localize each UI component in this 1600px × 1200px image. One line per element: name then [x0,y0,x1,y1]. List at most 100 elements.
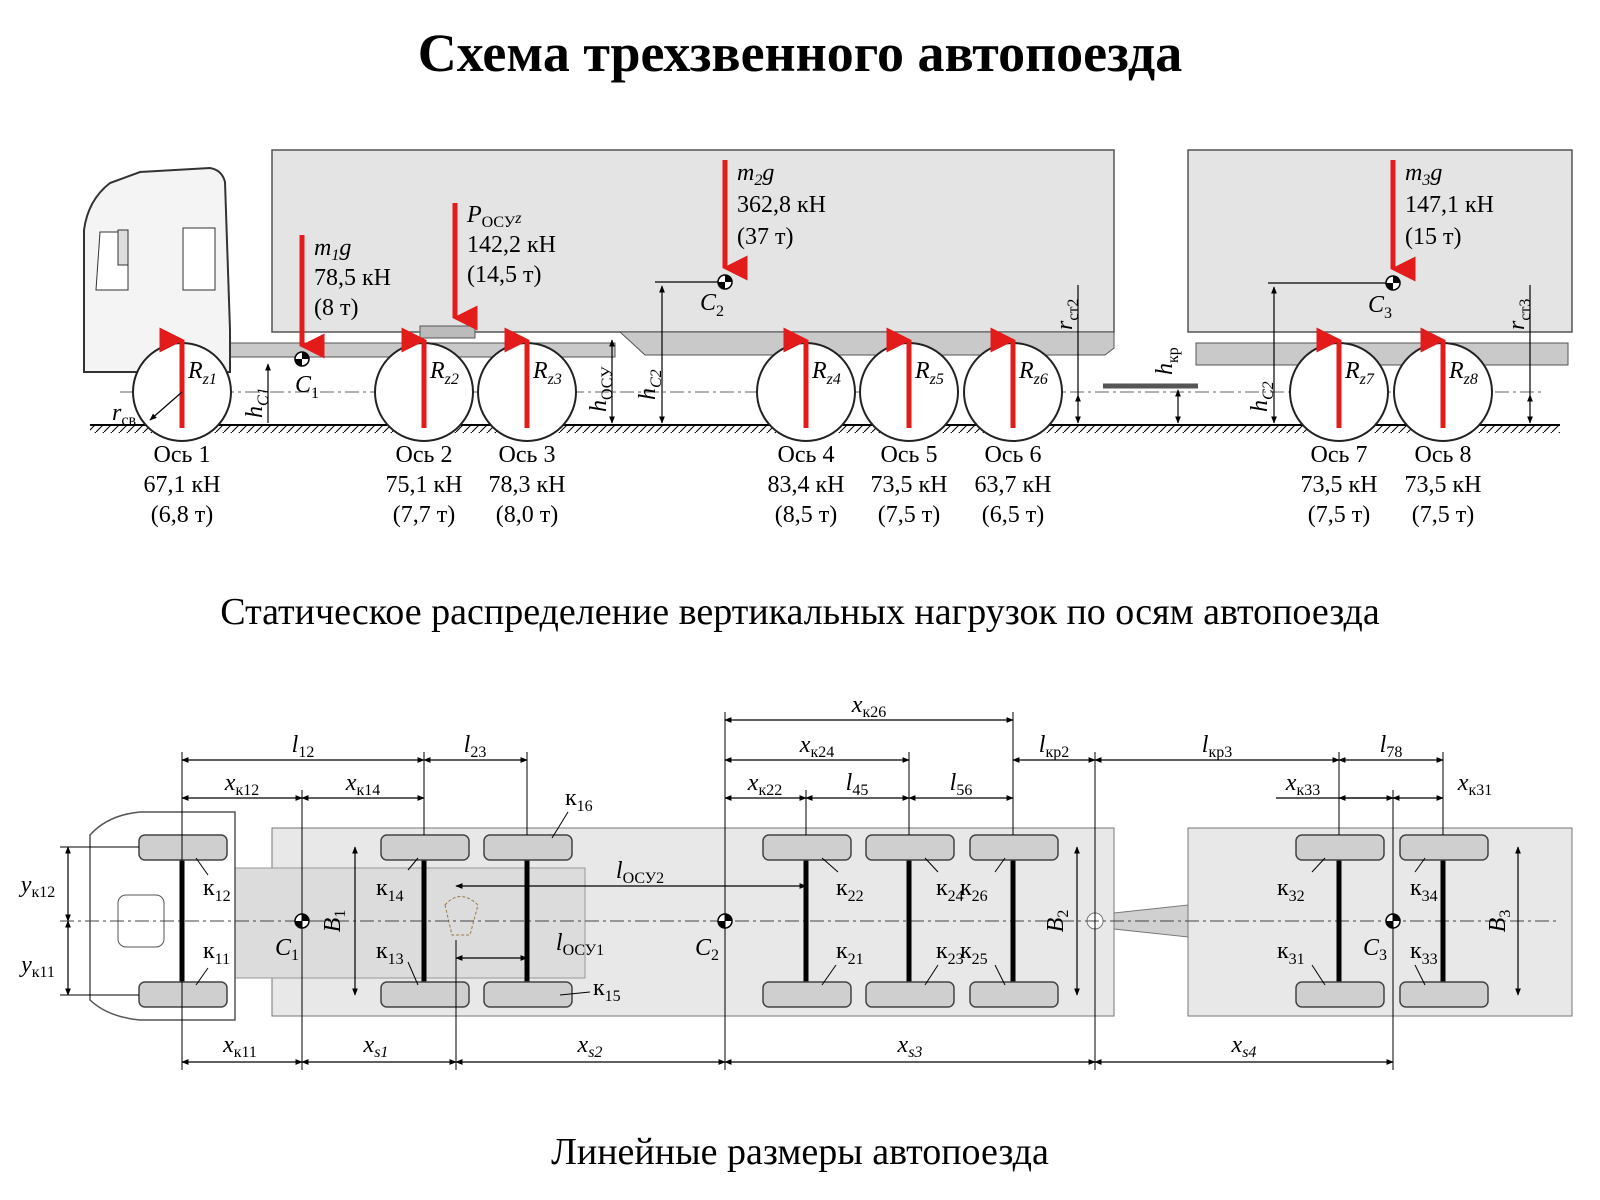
gravity-mass-2: (37 т) [737,224,793,250]
caption-loads: Статическое распределение вертикальных н… [220,591,1380,633]
axle-load-4: 83,4 кН [768,472,845,498]
label-lkr2: lкр2 [1039,732,1069,761]
label-xk26: xк26 [851,692,886,721]
reaction-label-4: Rz4 [811,358,841,388]
gravity-label-3: m3g [1405,160,1442,189]
wheel-label-k15: к15 [593,975,621,1005]
axle-mass-8: (7,5 т) [1412,502,1474,528]
cg-label-3: C3 [1368,292,1392,322]
axle-load-2: 75,1 кН [386,472,463,498]
wheel-leaders [195,811,1426,996]
top-cg-label-3: C3 [1363,935,1387,964]
axle-load-6: 63,7 кН [975,472,1052,498]
axle-name-5: Ось 5 [881,442,938,468]
top-wheel-k21 [762,981,852,1008]
label-xk12: xк12 [224,770,259,799]
reaction-label-7: Rz7 [1344,358,1375,388]
axle-mass-5: (7,5 т) [878,502,940,528]
fifth-wheel [419,325,476,339]
gravity-label-1: m1g [314,235,351,264]
label-xk14: xк14 [345,770,380,799]
axle-mass-6: (6,5 т) [982,502,1044,528]
axle-name-6: Ось 6 [985,442,1042,468]
label-h-c1: hC1 [242,387,272,418]
label-h-kr: hкр [1152,347,1182,375]
label-h-c2: hC2 [635,369,665,400]
label-l56: l56 [950,770,973,799]
axle-load-5: 73,5 кН [871,472,948,498]
reaction-labels: Rz1 Rz2 Rz3 Rz4 Rz5 Rz6 Rz7 Rz8 [187,358,1478,388]
gravity-mass-1: (8 т) [314,295,358,321]
reaction-label-3: Rz3 [532,358,562,388]
wheel-label-k34: к34 [1410,875,1438,905]
axle-name-7: Ось 7 [1311,442,1368,468]
label-l23: l23 [464,732,487,761]
axle-mass-3: (8,0 т) [496,502,558,528]
axle-load-labels: Ось 1 67,1 кН (6,8 т) Ось 2 75,1 кН (7,7… [144,442,1482,528]
top-wheel-k26 [969,834,1059,861]
label-b2: B2 [1043,910,1072,933]
axle-mass-7: (7,5 т) [1308,502,1370,528]
hitch-load-mass: (14,5 т) [467,262,541,288]
label-b1: B1 [320,910,349,933]
top-dimension-labels: xк26 l12 l23 xк24 lкр2 lкр3 l78 xк12 xк1… [19,692,1514,1061]
axle-load-8: 73,5 кН [1405,472,1482,498]
reaction-label-1: Rz1 [187,358,217,388]
top-wheel-k32 [1295,834,1385,861]
top-wheel-k11 [138,981,228,1008]
label-xs1: xs1 [363,1032,389,1061]
reaction-label-2: Rz2 [429,358,459,388]
reaction-label-5: Rz5 [914,358,944,388]
top-wheel-k15 [483,981,573,1008]
wheel-label-k23: к23 [936,938,964,968]
wheel-label-k26: к26 [960,875,988,905]
wheel-label-k32: к32 [1277,875,1305,905]
label-xs3: xs3 [897,1032,923,1061]
cg-marker-1 [294,351,310,367]
axle-mass-1: (6,8 т) [151,502,213,528]
label-losu1: lОСУ1 [556,930,604,959]
axle-name-4: Ось 4 [778,442,835,468]
label-xs2: xs2 [577,1032,603,1061]
label-yk11: yк11 [19,952,55,981]
tractor-cab [83,166,231,373]
top-wheel-k24 [865,834,955,861]
axle-load-3: 78,3 кН [489,472,566,498]
label-h-c2b: hC2 [1247,381,1277,412]
reaction-label-6: Rz6 [1018,358,1048,388]
reaction-label-8: Rz8 [1448,358,1478,388]
label-xk11: xк11 [222,1032,257,1061]
gravity-force-3: 147,1 кН [1405,192,1494,218]
top-wheel-k22 [762,834,852,861]
label-r-st3: rст3 [1504,299,1534,330]
label-yk12: yк12 [19,872,55,901]
label-r-st2: rст2 [1052,299,1082,330]
wheel-label-k12: к12 [203,875,231,905]
top-wheel-k14 [380,834,470,861]
wheel-label-k24: к24 [936,875,964,905]
page-title: Схема трехзвенного автопоезда [417,23,1183,83]
label-xk24: xк24 [799,732,834,761]
top-extension-lines [60,712,1444,1070]
gravity-label-2: m2g [737,160,774,189]
cg-label-2: C2 [700,290,724,320]
label-lkr3: lкр3 [1202,732,1232,761]
wheel-label-k11: к11 [203,938,230,968]
top-dimension-lines [65,717,1521,1065]
wheel-labels: к12 к11 к14 к13 к16 к15 к22 к21 к24 к23 … [203,785,1438,1005]
top-wheel-k25 [969,981,1059,1008]
label-losu2: lОСУ2 [616,858,664,887]
wheel-label-k25: к25 [960,938,988,968]
gravity-mass-3: (15 т) [1405,224,1461,250]
wheel-label-k21: к21 [836,938,864,968]
label-xk31: xк31 [1457,770,1492,799]
cg-label-1: C1 [295,372,319,402]
top-wheel-k13 [380,981,470,1008]
wheel-label-k33: к33 [1410,938,1438,968]
axle-mass-4: (8,5 т) [775,502,837,528]
axle-mass-2: (7,7 т) [393,502,455,528]
gravity-force-1: 78,5 кН [314,265,391,291]
top-drawbar [1113,904,1189,938]
side-dimension-labels: rсв hC1 hОСУ hC2 rст2 hкр hC2 rст3 [112,299,1534,429]
